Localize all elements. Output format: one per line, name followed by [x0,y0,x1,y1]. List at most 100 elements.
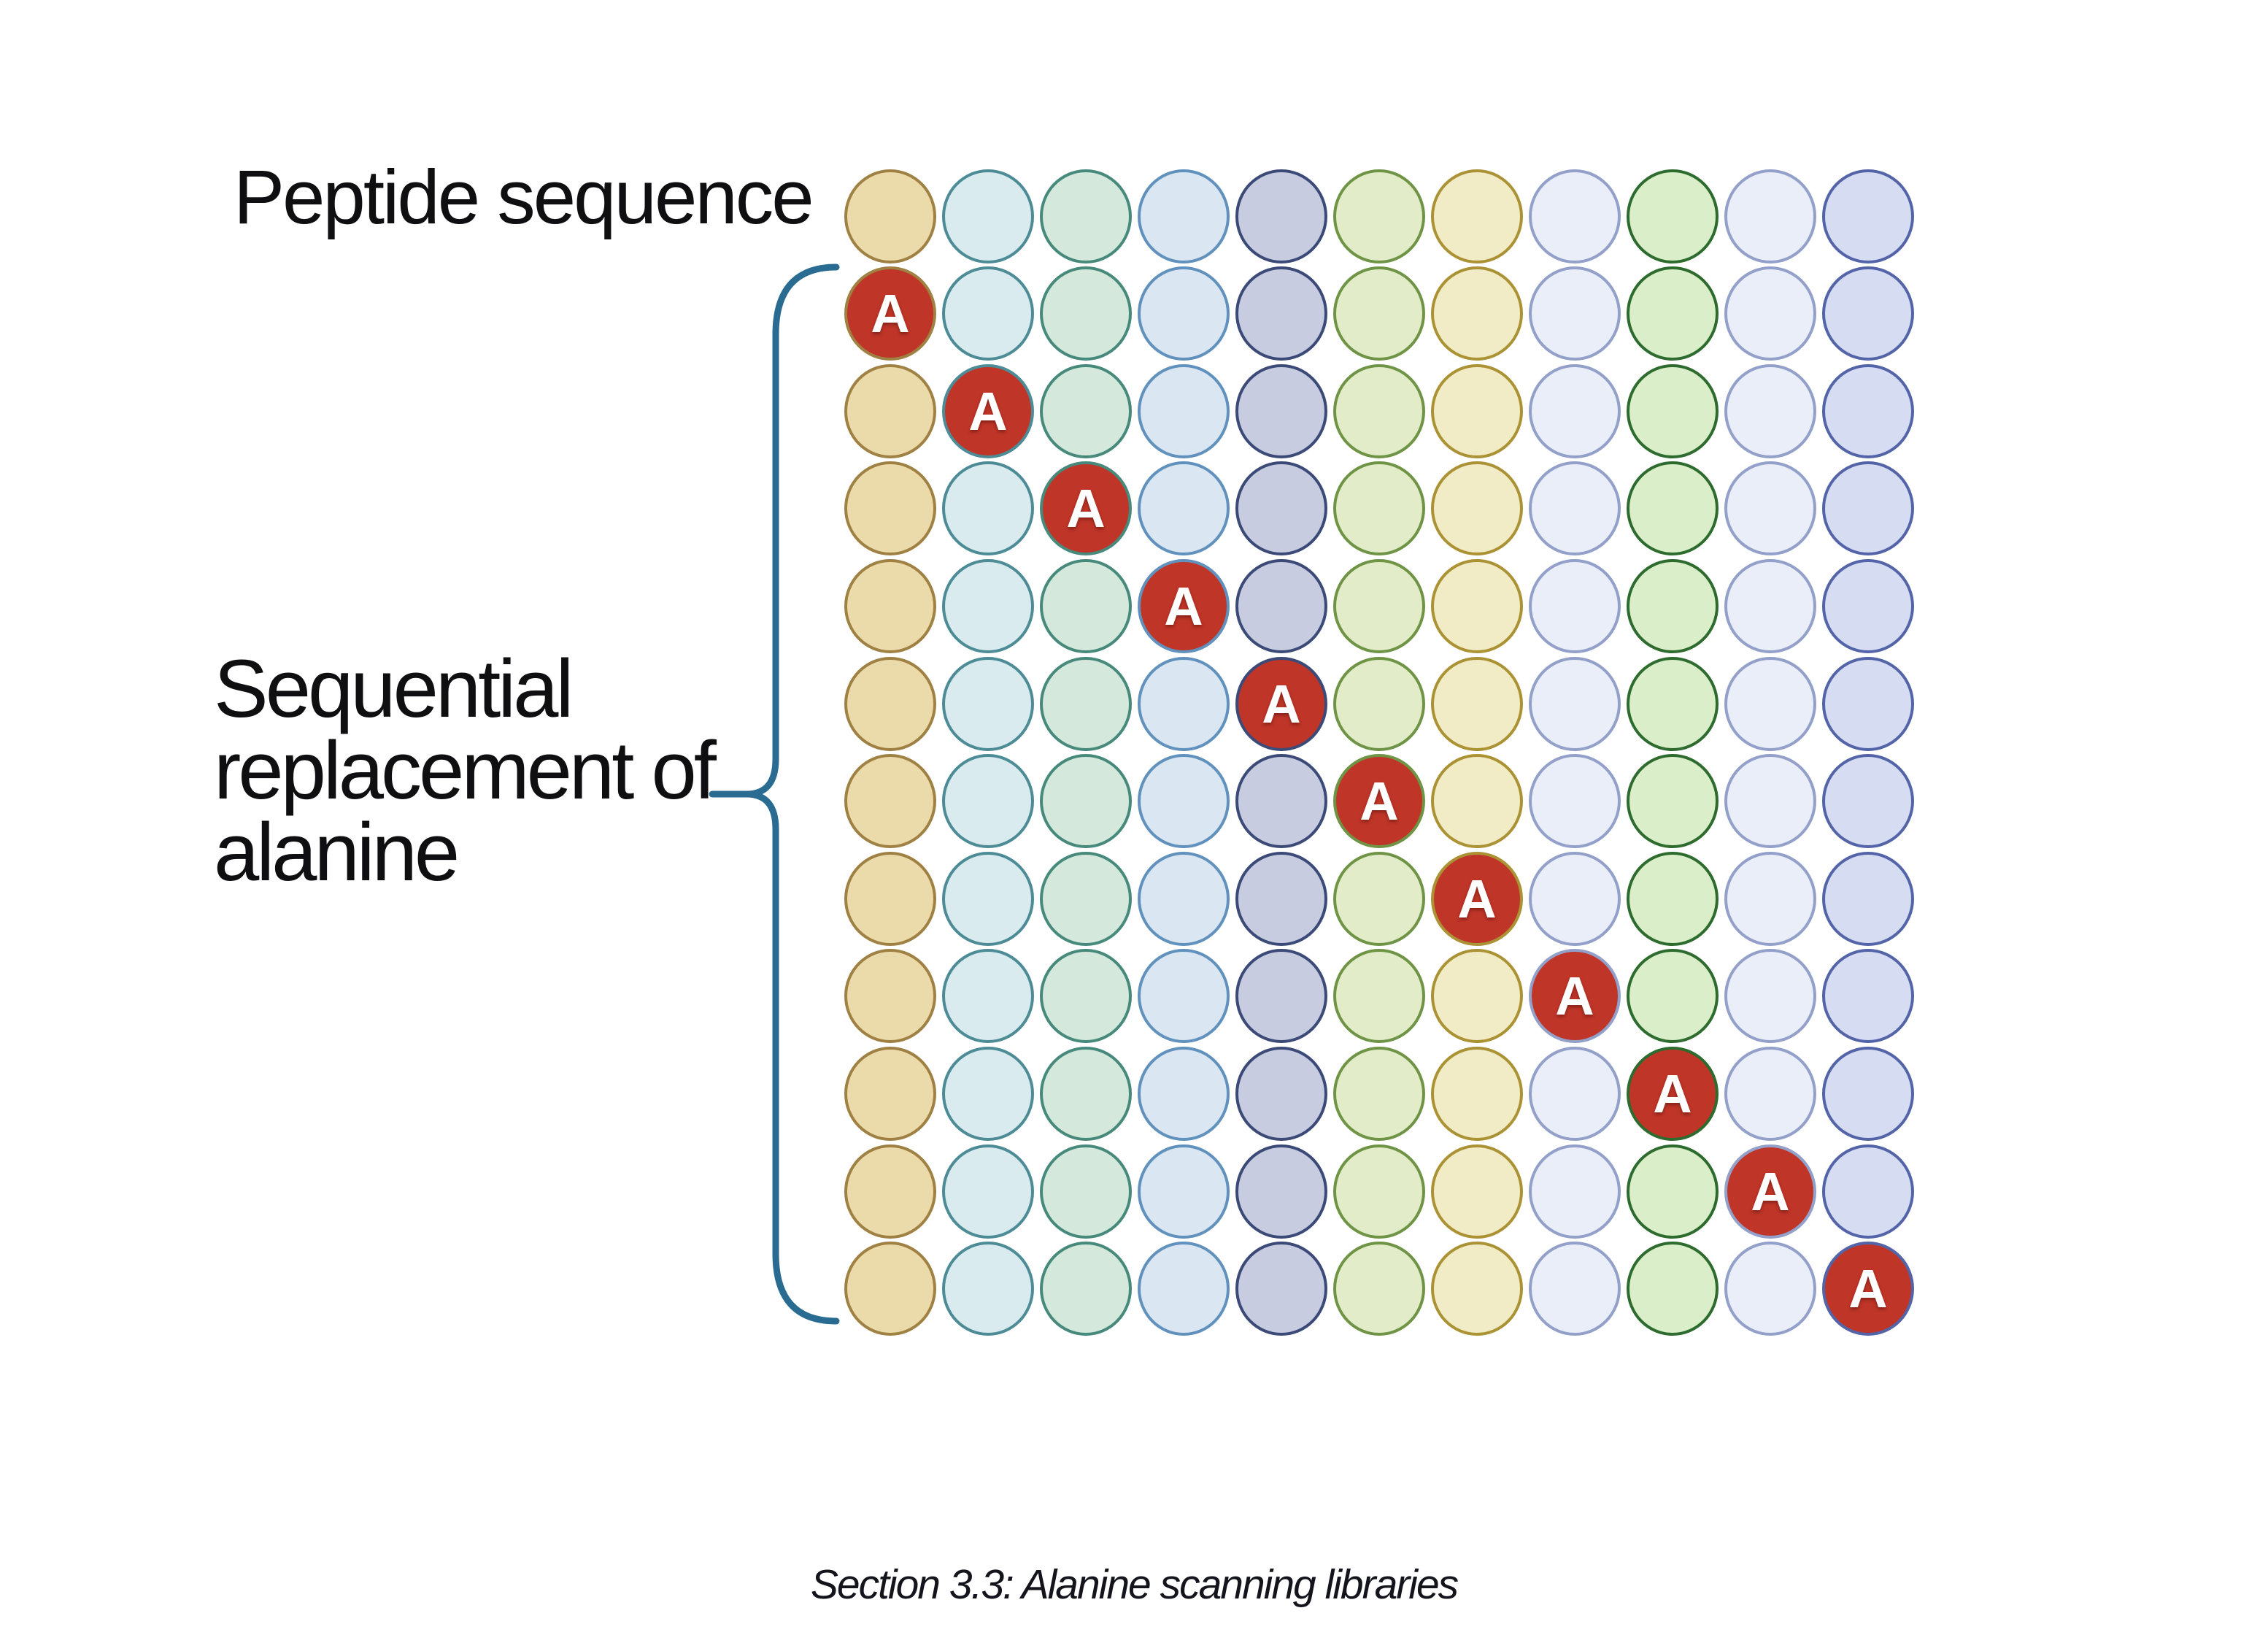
residue-circle [1627,169,1719,263]
residue-circle [1627,266,1719,361]
residue-circle [1333,461,1425,556]
residue-circle [1040,851,1132,946]
residue-circle [1138,461,1230,556]
residue-circle [1138,656,1230,751]
peptide-sequence-label: Peptide sequence [234,155,814,240]
residue-circle [1822,266,1914,361]
sequential-label-line-2: replacement of [214,725,717,816]
residue-circle [1235,851,1327,946]
residue-circle [942,266,1034,361]
alanine-circle: A [1627,1046,1719,1141]
residue-circle [1040,656,1132,751]
residue-circle [1235,363,1327,458]
residue-circle [844,1046,936,1141]
sequential-label-line-1: Sequential [214,643,574,734]
brace-path [743,263,840,1325]
residue-circle [1235,1046,1327,1141]
residue-circle [1822,851,1914,946]
residue-circle [1235,169,1327,263]
residue-circle [1529,266,1621,361]
residue-circle [1724,754,1816,849]
sequential-label-line-3: alanine [214,807,460,898]
residue-circle [1627,461,1719,556]
residue-circle [844,949,936,1044]
residue-circle [1431,754,1523,849]
alanine-circle: A [1040,461,1132,556]
residue-circle [1529,1046,1621,1141]
residue-circle [1431,1242,1523,1336]
residue-circle [1529,656,1621,751]
residue-circle [1333,1046,1425,1141]
residue-circle [1627,363,1719,458]
residue-circle [1529,169,1621,263]
residue-circle [844,754,936,849]
residue-circle [1333,169,1425,263]
residue-circle [1627,656,1719,751]
residue-circle [1822,1046,1914,1141]
residue-circle [1040,363,1132,458]
alanine-circle: A [1235,656,1327,751]
residue-circle [844,461,936,556]
residue-circle [1431,461,1523,556]
residue-circle [1235,754,1327,849]
residue-circle [942,461,1034,556]
residue-circle [942,1046,1034,1141]
residue-circle [1724,266,1816,361]
residue-circle [1724,363,1816,458]
residue-circle [1529,754,1621,849]
residue-circle [942,949,1034,1044]
residue-circle [1235,461,1327,556]
residue-circle [1724,656,1816,751]
residue-circle [844,169,936,263]
residue-circle [1529,1242,1621,1336]
residue-circle [1333,656,1425,751]
residue-circle [1724,558,1816,653]
residue-circle [1138,266,1230,361]
residue-circle [844,363,936,458]
residue-circle [1431,656,1523,751]
residue-circle [1529,851,1621,946]
residue-circle [844,1242,936,1336]
residue-circle [1040,1144,1132,1239]
residue-circle [1431,949,1523,1044]
residue-circle [1822,1144,1914,1239]
residue-circle [1138,169,1230,263]
residue-circle [1724,1046,1816,1141]
residue-circle [844,851,936,946]
residue-circle [1333,1144,1425,1239]
residue-circle [844,1144,936,1239]
residue-circle [942,656,1034,751]
residue-circle [1138,1144,1230,1239]
residue-circle [1724,1242,1816,1336]
residue-circle [1333,949,1425,1044]
residue-circle [942,1144,1034,1239]
residue-circle [1138,1046,1230,1141]
residue-circle [1431,1046,1523,1141]
residue-circle [1822,363,1914,458]
residue-circle [1627,1242,1719,1336]
residue-circle [1040,558,1132,653]
sequential-replacement-label: Sequential replacement of alanine [214,643,717,898]
residue-circle [1724,949,1816,1044]
residue-circle [1627,949,1719,1044]
residue-circle [1235,1144,1327,1239]
residue-circle [1627,851,1719,946]
residue-circle [1138,949,1230,1044]
residue-circle [1235,558,1327,653]
alanine-circle: A [1138,558,1230,653]
residue-circle [1431,266,1523,361]
alanine-circle: A [1529,949,1621,1044]
residue-circle [1529,1144,1621,1239]
residue-circle [1724,461,1816,556]
residue-circle [1333,1242,1425,1336]
residue-circle [1724,169,1816,263]
residue-circle [1822,169,1914,263]
residue-circle [1333,363,1425,458]
residue-circle [1822,461,1914,556]
residue-circle [1822,754,1914,849]
residue-circle [1627,754,1719,849]
residue-circle [1431,558,1523,653]
residue-circle [1529,461,1621,556]
residue-circle [1040,1046,1132,1141]
